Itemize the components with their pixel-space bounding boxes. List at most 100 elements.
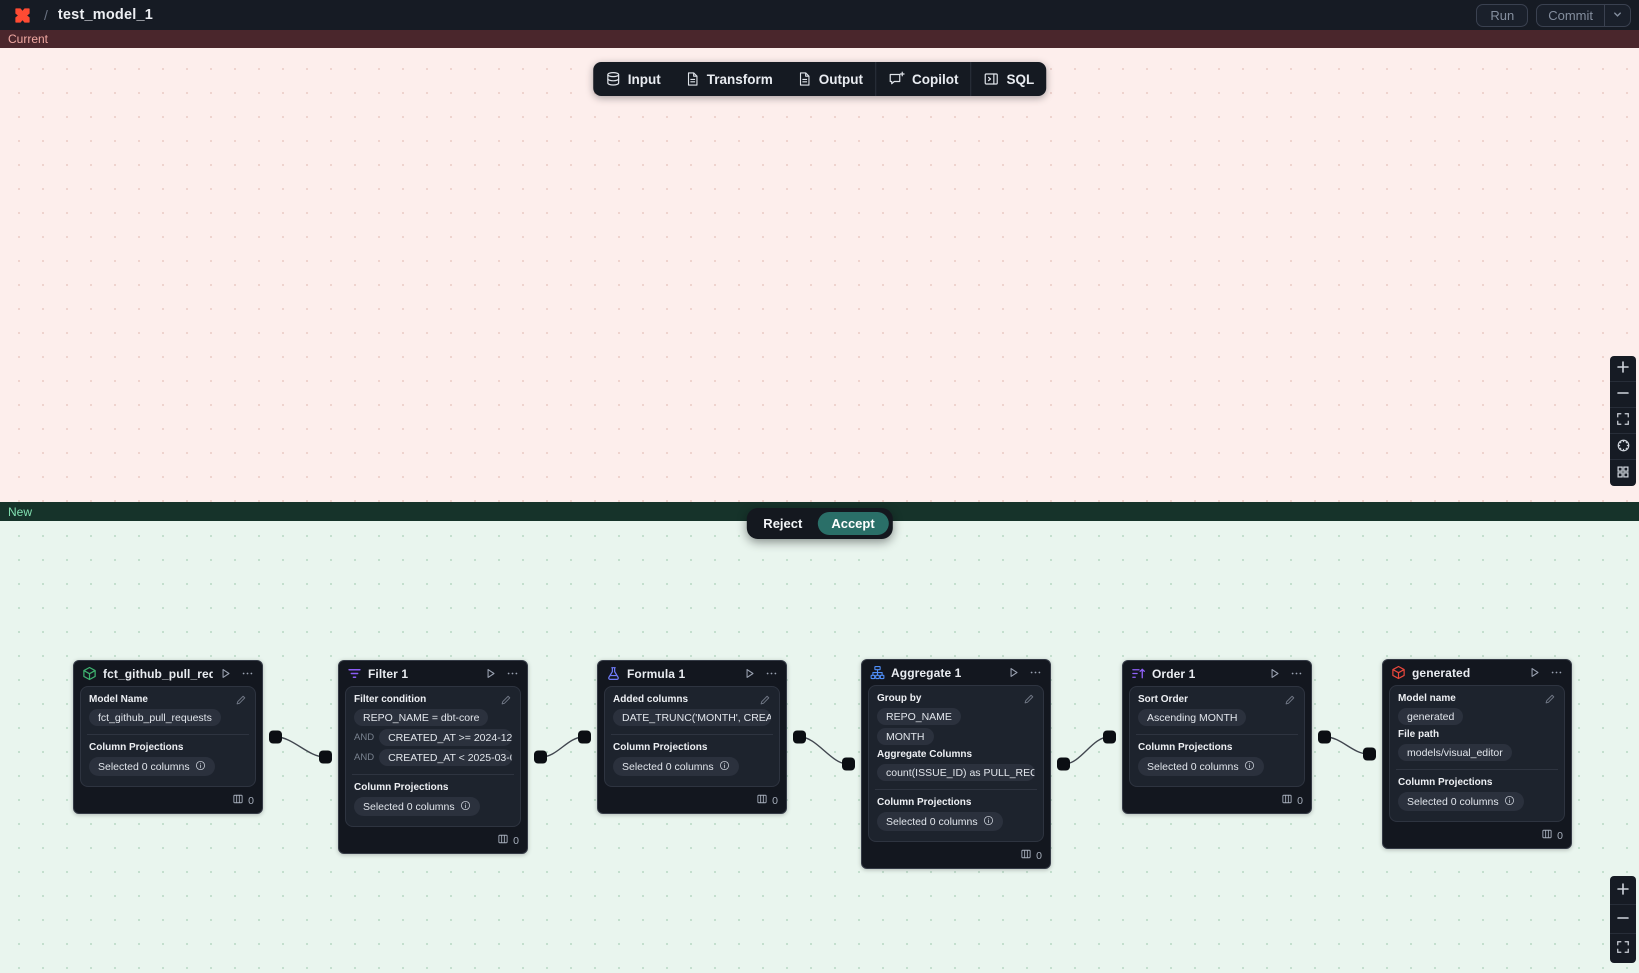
current-canvas[interactable]: Input Transform Output Copilot [0,48,1639,502]
info-icon[interactable] [1504,795,1515,809]
column-projections-pill: Selected 0 columns [89,757,215,776]
node-title: Order 1 [1152,666,1196,681]
columns-count-icon [232,793,244,808]
output-port[interactable] [1318,730,1331,744]
field-label: Aggregate Columns [877,749,973,760]
play-icon[interactable] [219,667,232,680]
run-button[interactable]: Run [1476,3,1529,27]
more-options-icon[interactable] [1290,667,1303,680]
edit-pencil-icon[interactable] [1544,693,1556,705]
interactive-lock-button[interactable] [1610,434,1636,460]
toolbar-item-transform[interactable]: Transform [673,62,785,96]
play-icon[interactable] [1528,666,1541,679]
current-zoom-controls [1610,356,1636,486]
play-icon[interactable] [1268,667,1281,680]
node-footer: 0 [1383,827,1571,848]
breadcrumb-separator: / [44,7,48,23]
fit-view-button[interactable] [1610,408,1636,434]
edge-connector [276,736,325,758]
value-pill: DATE_TRUNC('MONTH', CREATED_AT… [613,709,771,726]
info-icon[interactable] [1244,760,1255,774]
output-port[interactable] [269,730,282,744]
pipeline-node[interactable]: fct_github_pull_requests Model Namefct_g… [73,660,282,814]
value-pill: count(ISSUE_ID) as PULL_REQUEST_… [877,764,1035,781]
info-icon[interactable] [460,800,471,814]
reject-button[interactable]: Reject [750,512,815,535]
commit-dropdown-button[interactable] [1604,4,1630,26]
node-header[interactable]: fct_github_pull_requests [74,661,262,684]
more-options-icon[interactable] [506,667,519,680]
field-value-row: Ascending MONTH [1138,709,1296,726]
field-label: Model name [1398,693,1456,704]
columns-count: 0 [772,794,778,807]
columns-count-icon [1541,828,1553,843]
info-icon[interactable] [195,760,206,774]
input-port[interactable] [319,750,332,764]
edit-pencil-icon[interactable] [759,694,771,706]
panel-divider [352,774,514,775]
play-icon[interactable] [743,667,756,680]
edge-connector [800,736,848,765]
more-options-icon[interactable] [241,667,254,680]
input-port[interactable] [1103,730,1116,744]
toolbar-item-output[interactable]: Output [785,62,875,96]
node-header[interactable]: Order 1 [1123,661,1311,684]
new-section-label: New [8,504,33,519]
output-port[interactable] [793,730,806,744]
node-header[interactable]: Formula 1 [598,661,786,684]
zoom-in-button[interactable] [1610,876,1636,905]
output-port[interactable] [534,750,547,764]
edit-pencil-icon[interactable] [1023,693,1035,705]
field-value-row: generated [1398,708,1556,725]
toolbar-item-input[interactable]: Input [593,62,673,96]
commit-button[interactable]: Commit [1537,5,1604,26]
play-icon[interactable] [1007,666,1020,679]
input-port[interactable] [578,730,591,744]
columns-count-icon [1020,848,1032,863]
input-port[interactable] [842,757,855,771]
play-icon[interactable] [484,667,497,680]
toolbar-item-copilot[interactable]: Copilot [876,62,971,96]
accept-button[interactable]: Accept [817,512,889,535]
more-options-icon[interactable] [1029,666,1042,679]
condition-conjunction: AND [354,732,375,743]
columns-count-icon [1281,793,1293,808]
edit-pencil-icon[interactable] [1284,694,1296,706]
output-port[interactable] [1057,757,1070,771]
node-footer: 0 [598,792,786,813]
column-projections-pill: Selected 0 columns [1398,792,1524,811]
more-options-icon[interactable] [765,667,778,680]
toolbar-item-sql[interactable]: SQL [972,62,1047,96]
field-label: Group by [877,693,922,704]
fit-view-button[interactable] [1610,934,1636,963]
more-options-icon[interactable] [1550,666,1563,679]
new-canvas[interactable]: fct_github_pull_requests Model Namefct_g… [0,521,1639,973]
edit-pencil-icon[interactable] [500,694,512,706]
zoom-out-button[interactable] [1610,382,1636,408]
zoom-out-button[interactable] [1610,905,1636,934]
node-header[interactable]: Aggregate 1 [862,660,1050,683]
value-pill: fct_github_pull_requests [89,709,221,726]
edge-connector [1064,736,1109,765]
input-port[interactable] [1363,747,1376,761]
columns-count: 0 [1557,829,1563,842]
edit-pencil-icon[interactable] [235,694,247,706]
dbt-logo[interactable] [12,5,32,25]
node-header[interactable]: generated [1383,660,1571,683]
tile-view-button[interactable] [1610,460,1636,486]
toolbar-item-label: Transform [706,71,773,87]
node-header[interactable]: Filter 1 [339,661,527,684]
node-footer: 0 [862,847,1050,868]
zoom-in-button[interactable] [1610,356,1636,382]
columns-count: 0 [248,794,254,807]
info-icon[interactable] [719,760,730,774]
info-icon[interactable] [983,815,994,829]
diff-actions: Reject Accept [746,508,893,539]
